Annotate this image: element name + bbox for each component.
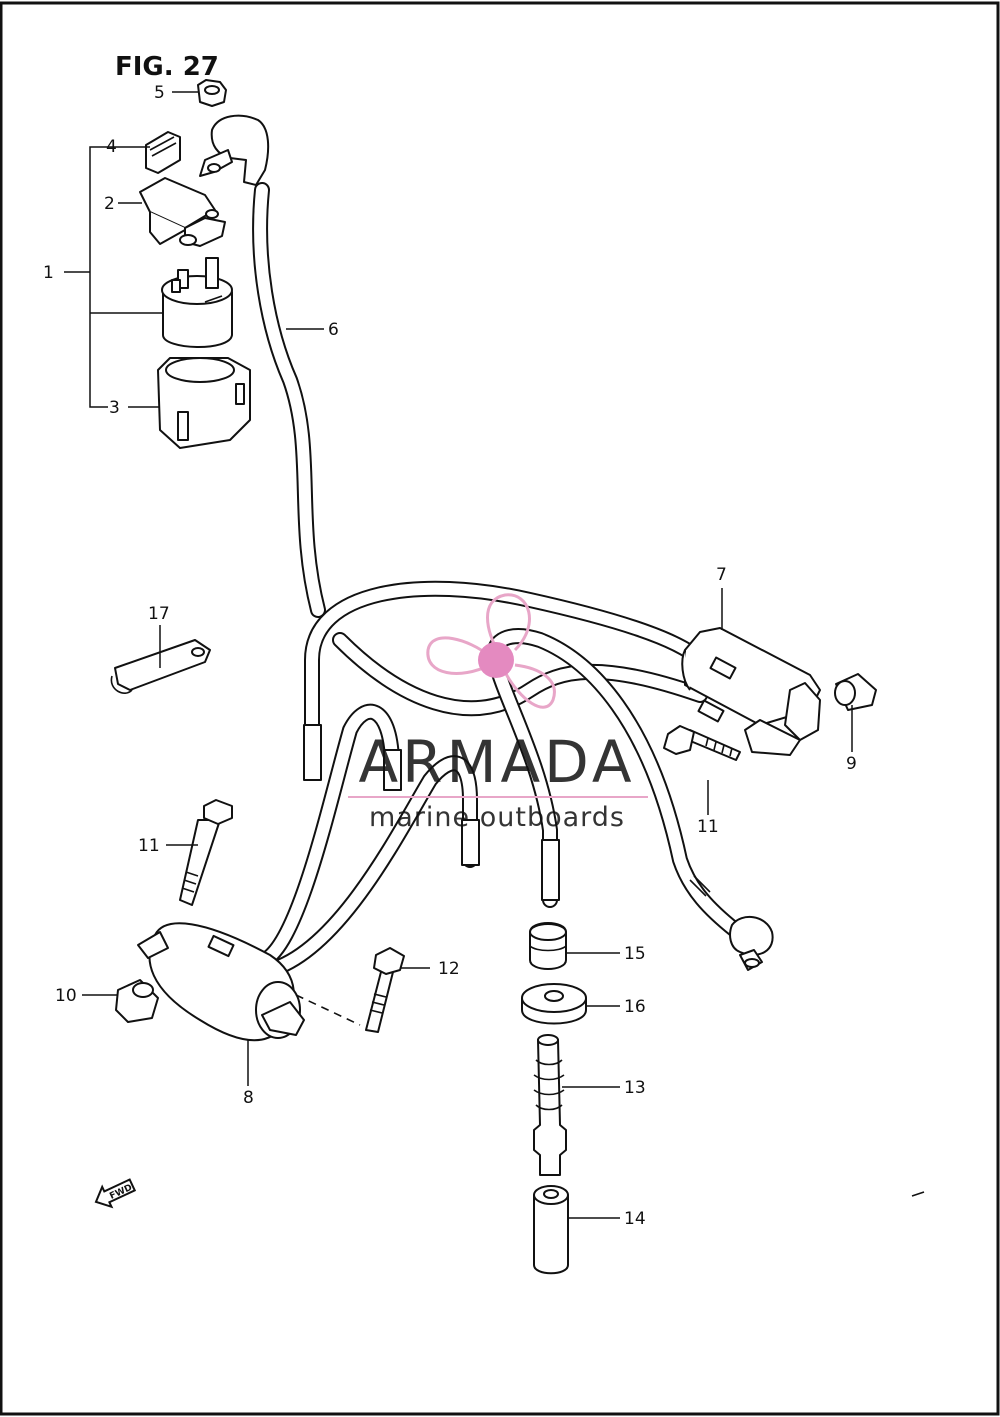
callout-6: 6 bbox=[328, 320, 339, 340]
callout-4: 4 bbox=[106, 137, 117, 157]
part-5-nut[interactable] bbox=[197, 79, 227, 107]
part-4-fuse[interactable] bbox=[145, 131, 181, 174]
callout-14: 14 bbox=[624, 1209, 646, 1229]
figure-title: FIG. 27 bbox=[115, 52, 219, 82]
part-1-starter-relay[interactable] bbox=[161, 257, 233, 348]
callout-9: 9 bbox=[846, 754, 857, 774]
callout-12: 12 bbox=[438, 959, 460, 979]
fwd-arrow-icon bbox=[94, 1178, 137, 1209]
cable-ends bbox=[303, 724, 560, 901]
callout-8: 8 bbox=[243, 1088, 254, 1108]
part-9-collar[interactable] bbox=[834, 673, 877, 711]
leader-lines bbox=[64, 91, 853, 1219]
callout-5: 5 bbox=[154, 83, 165, 103]
watermark-brand: ARMADA bbox=[358, 728, 635, 796]
fwd-badge: FWD bbox=[94, 1178, 137, 1209]
watermark-tagline: marine outboards bbox=[369, 802, 625, 833]
part-2-fuse-holder[interactable] bbox=[139, 177, 226, 247]
part-6-terminal-boot[interactable] bbox=[199, 114, 270, 186]
armada-watermark: ARMADA marine outboards bbox=[348, 593, 648, 833]
callout-17: 17 bbox=[148, 604, 170, 624]
callout-11-right: 11 bbox=[697, 817, 719, 837]
part-11-bolt-right[interactable] bbox=[663, 725, 741, 761]
part-15-grommet[interactable] bbox=[529, 922, 567, 970]
propeller-logo-icon bbox=[426, 593, 556, 709]
part-16-seal[interactable] bbox=[521, 983, 587, 1025]
callout-numbers: 1 2 3 4 5 6 7 8 9 10 11 11 12 13 14 15 1… bbox=[43, 83, 857, 1229]
part-12-bolt[interactable] bbox=[365, 947, 405, 1033]
callout-1: 1 bbox=[43, 263, 54, 283]
part-13-connector[interactable] bbox=[533, 1034, 567, 1176]
callout-10: 10 bbox=[55, 986, 77, 1006]
plug-cap[interactable] bbox=[689, 875, 774, 971]
part-10-collar[interactable] bbox=[115, 979, 159, 1023]
callout-3: 3 bbox=[109, 398, 120, 418]
cable-to-plug-cap bbox=[486, 628, 743, 938]
cable-6 bbox=[252, 182, 326, 618]
stray-mark bbox=[911, 1191, 925, 1197]
callout-16: 16 bbox=[624, 997, 646, 1017]
part-17-clamp[interactable] bbox=[110, 639, 211, 694]
part-11-bolt-left[interactable] bbox=[179, 799, 233, 906]
callout-2: 2 bbox=[104, 194, 115, 214]
callout-7: 7 bbox=[716, 565, 727, 585]
part-8-ignition-coil[interactable] bbox=[137, 922, 305, 1042]
part-3-relay-cover[interactable] bbox=[157, 357, 251, 449]
part-14-cap[interactable] bbox=[533, 1185, 569, 1275]
callout-11-left: 11 bbox=[138, 836, 160, 856]
callout-15: 15 bbox=[624, 944, 646, 964]
dashed-alignment-12 bbox=[295, 994, 361, 1026]
part-7-ignition-coil[interactable] bbox=[681, 627, 821, 756]
callout-13: 13 bbox=[624, 1078, 646, 1098]
harness-to-coil-8 bbox=[257, 703, 478, 978]
